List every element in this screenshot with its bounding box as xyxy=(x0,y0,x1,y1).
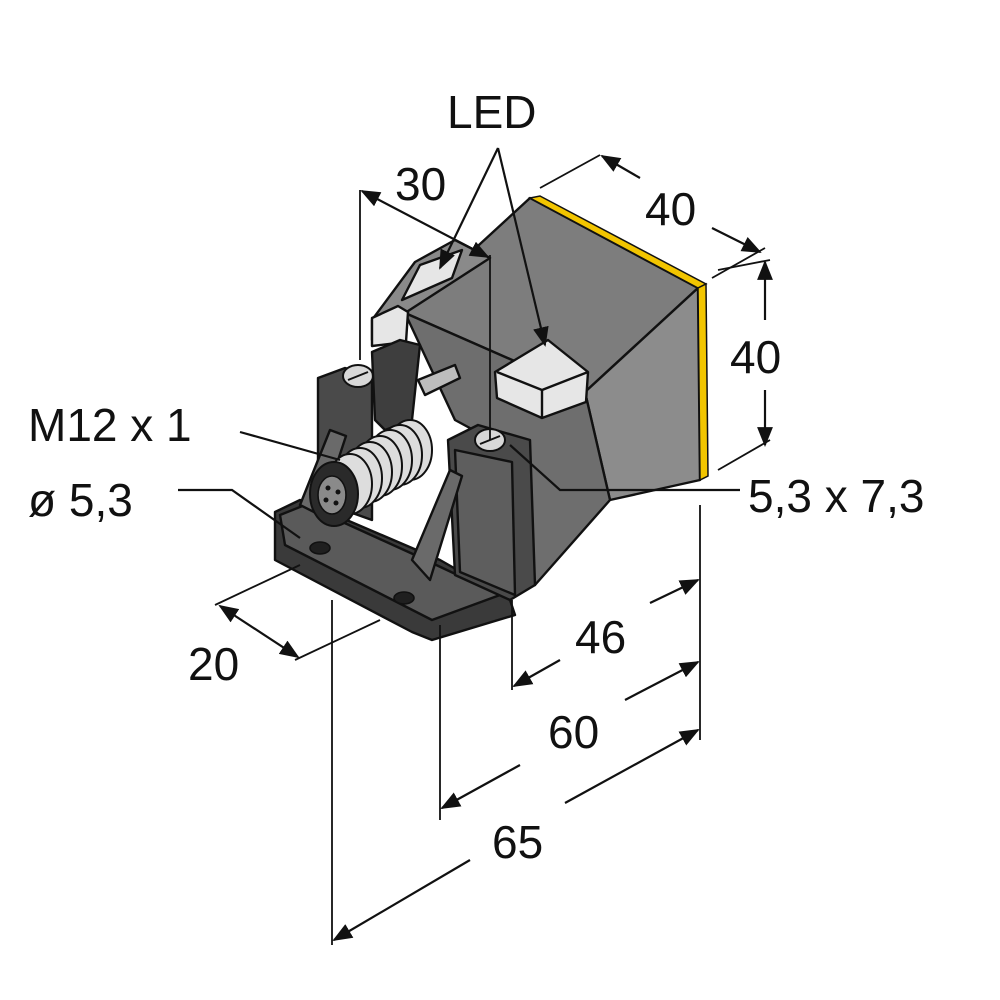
accent-stripe-edge xyxy=(697,282,709,482)
led-window-front xyxy=(493,338,590,420)
dim-line-30 xyxy=(360,190,490,258)
screw-left xyxy=(342,364,374,388)
connector-pin xyxy=(335,489,341,495)
mounting-hole-left xyxy=(309,541,331,555)
led-label: LED xyxy=(447,86,536,138)
dim-line-20 xyxy=(218,604,300,659)
ext-line-20-right xyxy=(294,619,381,661)
dim-label-60: 60 xyxy=(548,706,599,758)
slot-label: 5,3 x 7,3 xyxy=(748,470,924,522)
connector-pin xyxy=(323,497,329,503)
dim-line-65-b xyxy=(332,859,471,942)
ext-line-40w-right xyxy=(711,247,766,279)
bracket-gusset-right xyxy=(410,468,464,582)
mounting-hole-right xyxy=(393,591,415,605)
latch-clip xyxy=(370,338,422,432)
connector-socket xyxy=(317,475,347,515)
ext-line-40w-left xyxy=(539,154,601,189)
bracket-upright-right-face xyxy=(453,448,517,597)
slot-leader xyxy=(509,444,740,492)
connector-pin xyxy=(333,500,339,506)
latch-tab xyxy=(416,363,462,397)
thread-label: M12 x 1 xyxy=(28,399,192,451)
led-nub-left xyxy=(370,304,410,348)
dim-line-60-a xyxy=(624,661,700,701)
dim-label-40-height: 40 xyxy=(730,331,781,383)
dim-label-46: 46 xyxy=(575,611,626,663)
thread-leader xyxy=(239,430,341,462)
bore-leader xyxy=(178,488,301,539)
m12-connector xyxy=(309,419,433,527)
dim-line-46-b xyxy=(512,659,561,687)
ext-line-20-left xyxy=(214,564,301,606)
bore-label: ø 5,3 xyxy=(28,474,133,526)
dim-line-60-b xyxy=(440,764,521,809)
dim-label-20: 20 xyxy=(188,638,239,690)
ext-line-40h-top xyxy=(717,259,771,271)
dim-label-40-width: 40 xyxy=(645,183,696,235)
dim-line-40w-a xyxy=(600,155,641,179)
dim-line-46-a xyxy=(649,579,700,604)
dim-line-65-a xyxy=(564,729,700,804)
connector-pin xyxy=(325,485,331,491)
dim-line-40w-b xyxy=(711,227,762,253)
ext-line-40h-bottom xyxy=(717,439,771,471)
dim-label-30: 30 xyxy=(395,158,446,210)
dim-label-65: 65 xyxy=(492,816,543,868)
connector-thread-rings xyxy=(327,419,433,515)
led-leader-right xyxy=(496,147,549,347)
